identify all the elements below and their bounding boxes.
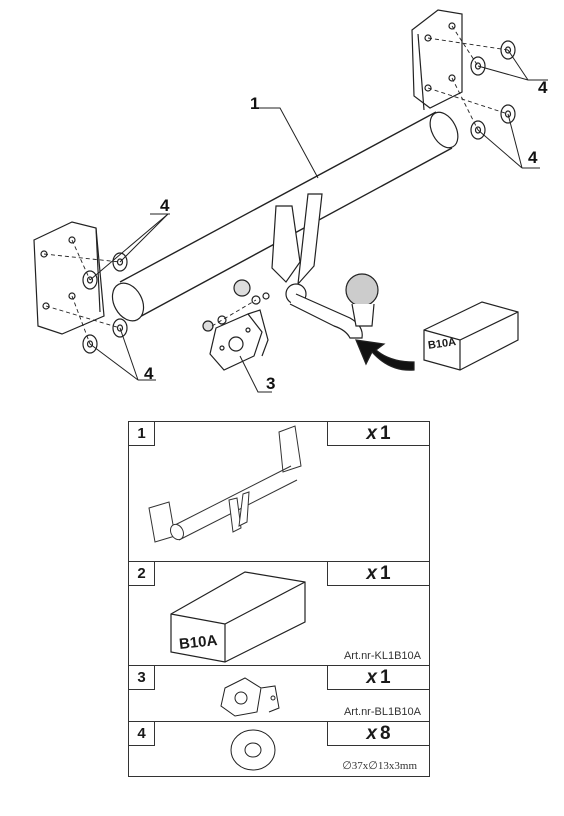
towbar-exploded-view [33,9,548,393]
callout-4-lower-right: 4 [528,148,538,167]
part-number: 1 [129,422,155,446]
socket-plate-thumbnail [220,677,280,717]
left-bracket [33,221,105,335]
right-bracket [411,9,463,111]
part-number: 3 [129,666,155,690]
leader-lines [89,49,548,393]
ball-hanger [271,193,379,339]
assembly-lines [43,25,509,345]
part-number: 2 [129,562,155,586]
callout-4-upper-right: 4 [538,78,548,97]
qty-prefix: x [366,666,377,688]
bolts [202,279,270,332]
arrow-to-ballcover [355,339,415,371]
qty-value: 1 [380,422,391,444]
article-number: Art.nr-KL1B10A [343,650,421,662]
washer-thumbnail [230,729,276,771]
article-number: Art.nr-BL1B10A [343,706,421,718]
part-number: 4 [129,722,155,746]
callout-3: 3 [266,374,276,393]
ball-cover-box [423,301,519,371]
qty-prefix: x [366,722,377,744]
callout-4-upper-left: 4 [160,196,170,215]
washer-dimensions: ∅37x∅13x3mm [342,760,417,772]
qty-prefix: x [366,562,377,584]
socket-plate [209,309,269,371]
assembly-diagram: 1 4 4 4 4 3 B10A [0,0,564,400]
qty-value: 1 [380,666,391,688]
callout-4-lower-left: 4 [144,364,154,383]
callout-1: 1 [250,94,260,113]
ball-cover-box-thumbnail [170,571,306,663]
qty-value: 1 [380,562,391,584]
qty-value: 8 [380,722,391,744]
crossbar-thumbnail [148,425,302,543]
qty-prefix: x [366,422,377,444]
